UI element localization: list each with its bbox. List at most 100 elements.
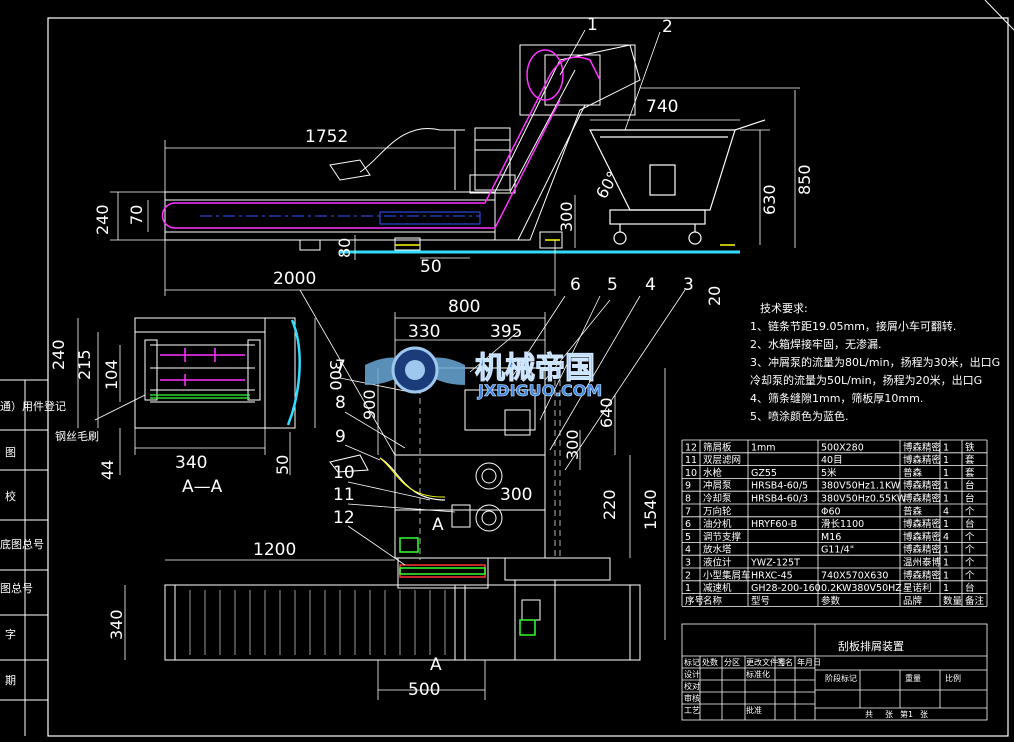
bom-cell: 10 — [685, 468, 697, 479]
bom-cell: 台 — [965, 582, 975, 594]
bom-cell: 1 — [943, 519, 949, 530]
tb-row-3: 工艺 — [684, 706, 700, 715]
tb-label-4: 签名 — [777, 657, 793, 667]
bom-cell: 0.2KW380V50HZ — [821, 583, 902, 594]
bom-cell: 4 — [943, 532, 949, 543]
sec-dim-104: 104 — [102, 359, 121, 390]
bom-cell: 博森精密 — [903, 454, 942, 466]
bom-cell: 1 — [685, 583, 691, 594]
bom-cell: 博森精密 — [903, 441, 942, 453]
dim-630: 630 — [760, 184, 779, 215]
conveyor-plan-slats — [189, 590, 446, 655]
bom-header-cell: 参数 — [821, 595, 841, 607]
bom-cell: 调节支撑 — [703, 531, 742, 543]
callout-12: 12 — [333, 508, 355, 528]
bom-cell: 个 — [965, 532, 975, 543]
frame-label-4: 图总号 — [0, 581, 33, 595]
bom-cell: 冷却泵 — [703, 493, 732, 505]
callout-9: 9 — [335, 427, 346, 447]
section-brush — [150, 394, 250, 399]
sec-dim-215: 215 — [75, 349, 94, 380]
bom-cell: 普森 — [903, 467, 923, 479]
bom-cell: G11/4" — [821, 545, 854, 556]
callout-leaders-top — [559, 29, 661, 131]
top-dimension-lines — [110, 87, 800, 296]
callout-8: 8 — [335, 393, 346, 413]
dim-80: 80 — [335, 238, 354, 258]
bom-cell: 5 — [685, 532, 691, 543]
tb-row-5: 批准 — [746, 705, 762, 715]
bom-cell: 套 — [965, 454, 975, 466]
bom-cell: 博森精密 — [903, 480, 942, 492]
sec-dim-340: 340 — [175, 453, 207, 473]
bom-cell: 1 — [943, 545, 949, 556]
front-dim-1540: 1540 — [641, 489, 660, 530]
bom-cell: 台 — [965, 493, 975, 505]
bom-cell: HRXC-45 — [751, 570, 793, 581]
callout-11: 11 — [333, 485, 355, 505]
front-dim-800: 800 — [448, 297, 480, 317]
callout-7: 7 — [335, 357, 346, 377]
dim-50-top: 50 — [420, 257, 442, 277]
bom-header-cell: 品牌 — [903, 595, 923, 607]
yellow-marks — [395, 239, 735, 246]
frame-label-6: 期 — [5, 674, 16, 687]
bom-cell: 滑长1100 — [821, 518, 864, 530]
frame-label-3: 底图总号 — [0, 537, 44, 551]
bom-cell: 3 — [685, 558, 691, 569]
front-color-marks — [399, 537, 536, 636]
bom-cell: 2 — [685, 570, 691, 581]
bom-cell: 台 — [965, 480, 975, 492]
tank-front-view — [394, 367, 611, 661]
section-cover — [286, 319, 301, 426]
tb-label-3: 更改文件号 — [746, 657, 786, 667]
dim-70: 70 — [127, 205, 146, 225]
callout-4: 4 — [645, 275, 656, 295]
bom-cell: 380V50Hz1.1KW — [821, 481, 901, 492]
section-a-a — [134, 317, 296, 429]
frame-label-2: 校 — [5, 489, 16, 503]
bom-cell: 个 — [965, 570, 975, 581]
chain-centerline — [200, 211, 481, 225]
bom-cell: 温州泰博 — [903, 557, 942, 569]
front-dim-300-center: 300 — [500, 485, 532, 505]
bom-cell: 博森精密 — [903, 493, 942, 505]
watermark: 机械帝国 JXDIGUO.COM — [365, 346, 603, 400]
callout-2: 2 — [662, 17, 673, 37]
watermark-en: JXDIGUO.COM — [477, 381, 602, 400]
frame-label-0: 通）用件登记 — [0, 399, 66, 413]
frame-label-5: 字 — [5, 627, 16, 641]
water-gun-hose — [379, 457, 446, 501]
bom-cell: HRYF60-B — [751, 519, 797, 530]
bom-header-cell: 型号 — [751, 596, 770, 607]
bom-cell: 博森精密 — [903, 569, 942, 581]
tb-footer-3: 张 — [920, 710, 928, 719]
dim-2000: 2000 — [273, 269, 316, 289]
front-dim-395: 395 — [490, 322, 522, 342]
bom-cell: 5米 — [821, 467, 837, 479]
bom-cell: 放水塔 — [703, 544, 732, 556]
dim-850: 850 — [795, 164, 814, 195]
callout-1: 1 — [587, 15, 598, 35]
bom-cell: 380V50Hz0.55KW — [821, 494, 907, 505]
tech-line-1: 1、链条节距19.05mm，接屑小车可翻转. — [750, 319, 956, 333]
sec-dim-300: 300 — [326, 360, 345, 391]
tb-footer-0: 共 — [865, 710, 873, 719]
bom-cell: 9 — [685, 481, 691, 492]
tb-stage-2: 比例 — [945, 673, 961, 683]
tank-front-dashes — [419, 368, 561, 560]
sec-dim-50: 50 — [273, 455, 292, 475]
label-wire-brush: 钢丝毛刷 — [55, 430, 99, 443]
bom-cell: 水枪 — [703, 467, 723, 479]
bom-cell: 40目 — [821, 455, 843, 466]
front-dim-20: 20 — [705, 286, 724, 306]
title-block-labels: 标记 处数 分区 更改文件号 签名 年月日 设计 校对 审核 工艺 标准化 批准… — [684, 657, 961, 719]
bom-cell: 1 — [943, 558, 949, 569]
bom-cell: 普森 — [903, 505, 923, 517]
bom-cell: 1 — [943, 583, 949, 594]
section-marker-a-bottom: A — [430, 655, 442, 675]
callout-leaders-front — [339, 295, 641, 566]
bom-cell: 筛屑板 — [703, 441, 732, 453]
bom-cell: 740X570X630 — [821, 570, 888, 581]
bom-cell: 1 — [943, 455, 949, 466]
